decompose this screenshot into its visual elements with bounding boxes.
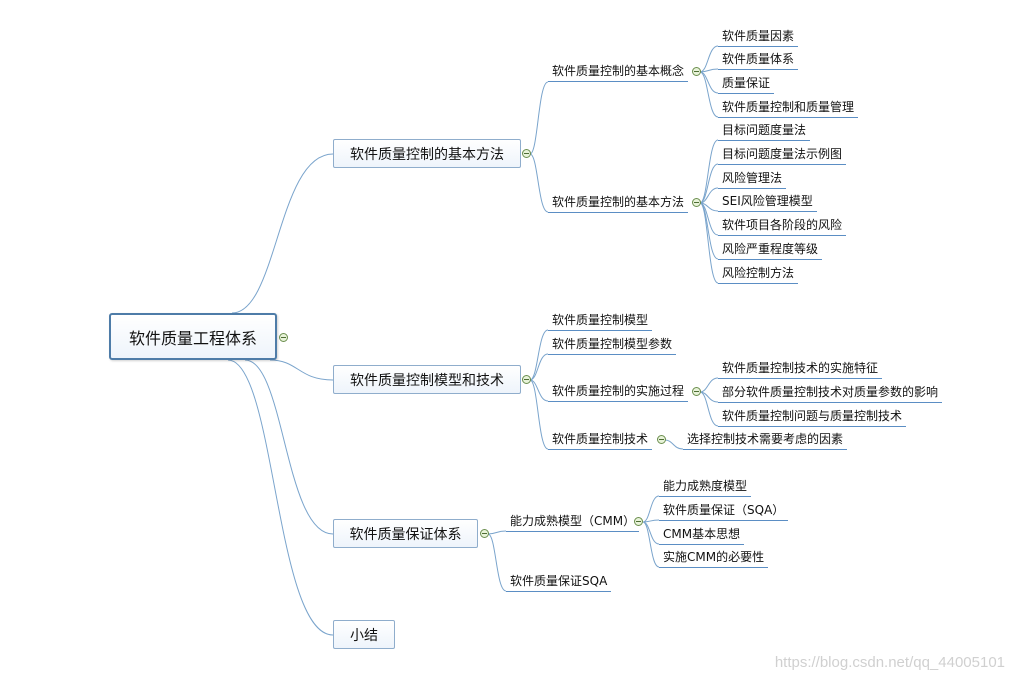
- connector-line: [699, 377, 719, 393]
- connector-line: [699, 202, 719, 284]
- connector-line: [529, 153, 549, 213]
- connector-line: [699, 187, 719, 204]
- connector-line: [642, 521, 660, 568]
- leaf-topic[interactable]: 部分软件质量控制技术对质量参数的影响: [718, 382, 943, 403]
- leaf-topic[interactable]: 软件质量体系: [718, 49, 799, 70]
- connector-line: [699, 45, 719, 73]
- collapse-icon[interactable]: [657, 435, 666, 444]
- connector-line: [244, 359, 334, 535]
- branch-basic-methods[interactable]: 软件质量控制的基本方法: [333, 139, 521, 168]
- connector-line: [529, 353, 549, 381]
- root-topic[interactable]: 软件质量工程体系: [109, 313, 277, 360]
- subtopic-cmm[interactable]: 能力成熟模型（CMM）: [506, 511, 640, 532]
- subtopic-sqa[interactable]: 软件质量保证SQA: [506, 571, 612, 592]
- collapse-icon[interactable]: [522, 149, 531, 158]
- connector-line: [664, 439, 684, 450]
- collapse-icon[interactable]: [634, 517, 643, 526]
- leaf-topic[interactable]: 能力成熟度模型: [659, 476, 752, 497]
- leaf-topic[interactable]: 实施CMM的必要性: [659, 547, 769, 568]
- leaf-topic[interactable]: 软件质量控制问题与质量控制技术: [718, 406, 907, 427]
- leaf-topic[interactable]: CMM基本思想: [659, 524, 745, 545]
- collapse-icon[interactable]: [692, 387, 701, 396]
- branch-quality-assurance[interactable]: 软件质量保证体系: [333, 519, 478, 548]
- watermark: https://blog.csdn.net/qq_44005101: [774, 654, 1005, 671]
- leaf-topic[interactable]: 质量保证: [718, 73, 775, 94]
- leaf-topic[interactable]: 软件质量因素: [718, 26, 799, 47]
- leaf-topic[interactable]: 软件质量保证（SQA）: [659, 500, 789, 521]
- connector-line: [642, 495, 660, 523]
- connector-line: [227, 359, 334, 636]
- collapse-icon[interactable]: [692, 67, 701, 76]
- connector-line: [529, 379, 549, 450]
- subtopic-basic-methods[interactable]: 软件质量控制的基本方法: [548, 192, 689, 213]
- leaf-topic[interactable]: 风险管理法: [718, 168, 787, 189]
- leaf-topic[interactable]: 风险控制方法: [718, 263, 799, 284]
- collapse-icon[interactable]: [692, 198, 701, 207]
- collapse-icon[interactable]: [480, 529, 489, 538]
- leaf-topic[interactable]: 风险严重程度等级: [718, 239, 823, 260]
- subtopic-basic-concepts[interactable]: 软件质量控制的基本概念: [548, 61, 689, 82]
- connector-line: [699, 163, 719, 204]
- connector-line: [269, 359, 334, 381]
- subtopic-control-model[interactable]: 软件质量控制模型: [548, 310, 653, 331]
- leaf-topic[interactable]: 软件质量控制技术的实施特征: [718, 358, 883, 379]
- connector-line: [699, 71, 719, 118]
- leaf-topic[interactable]: 软件项目各阶段的风险: [718, 215, 847, 236]
- collapse-icon[interactable]: [279, 333, 288, 342]
- leaf-topic[interactable]: 目标问题度量法: [718, 120, 811, 141]
- subtopic-model-parameters[interactable]: 软件质量控制模型参数: [548, 334, 677, 355]
- branch-summary[interactable]: 小结: [333, 620, 395, 649]
- connector-line: [231, 153, 334, 314]
- leaf-topic[interactable]: 选择控制技术需要考虑的因素: [683, 429, 848, 450]
- connector-line: [699, 391, 719, 427]
- subtopic-control-techniques[interactable]: 软件质量控制技术: [548, 429, 653, 450]
- branch-models-and-techniques[interactable]: 软件质量控制模型和技术: [333, 365, 521, 394]
- leaf-topic[interactable]: 目标问题度量法示例图: [718, 144, 847, 165]
- collapse-icon[interactable]: [522, 375, 531, 384]
- connector-line: [487, 530, 507, 535]
- leaf-topic[interactable]: 软件质量控制和质量管理: [718, 97, 859, 118]
- subtopic-implementation-process[interactable]: 软件质量控制的实施过程: [548, 381, 689, 402]
- connector-line: [529, 81, 549, 155]
- connector-line: [487, 533, 507, 592]
- leaf-topic[interactable]: SEI风险管理模型: [718, 191, 817, 212]
